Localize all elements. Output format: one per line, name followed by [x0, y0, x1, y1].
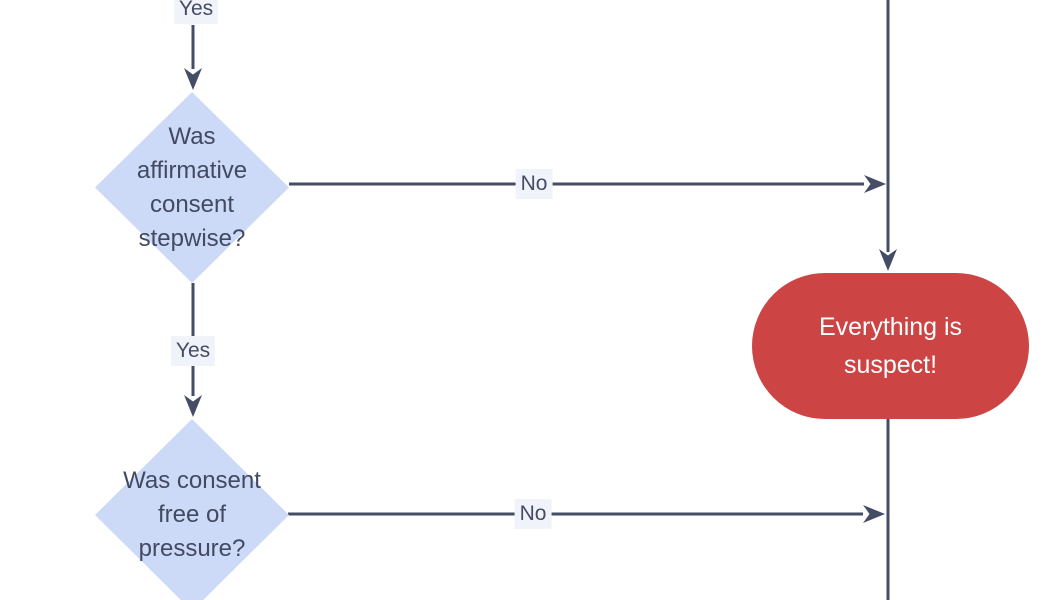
edge-label-yes-mid: Yes: [170, 336, 216, 366]
alert-node-everything-suspect: Everything is suspect!: [752, 273, 1029, 419]
arrowhead-right-no2-icon: [863, 505, 885, 523]
decision2-label: Was consent free of pressure?: [62, 464, 322, 566]
decision1-label: Was affirmative consent stepwise?: [62, 120, 322, 256]
alert-line: suspect!: [843, 351, 938, 379]
decision1-line: stepwise?: [138, 224, 246, 252]
edge-label-no2: No: [514, 499, 552, 529]
decision-node-free-of-pressure: Was consent free of pressure?: [95, 419, 289, 600]
decision2-line: pressure?: [138, 535, 246, 562]
decision-node-affirmative-consent: Was affirmative consent stepwise?: [95, 92, 289, 283]
decision1-line: affirmative: [136, 156, 248, 184]
arrowhead-down-into-decision1-icon: [184, 68, 202, 90]
edge-label-yes-top: Yes: [173, 0, 219, 24]
decision1-line: Was: [168, 122, 216, 150]
decision1-line: consent: [149, 190, 235, 218]
decision2-line: Was consent: [123, 467, 261, 494]
decision2-line: free of: [157, 501, 227, 528]
arrowhead-down-into-decision2-icon: [184, 395, 202, 417]
arrowhead-down-into-alert-icon: [879, 249, 897, 271]
edge-label-no1: No: [515, 169, 553, 199]
arrowhead-right-no1-icon: [864, 175, 886, 193]
alert-line: Everything is: [818, 313, 963, 341]
